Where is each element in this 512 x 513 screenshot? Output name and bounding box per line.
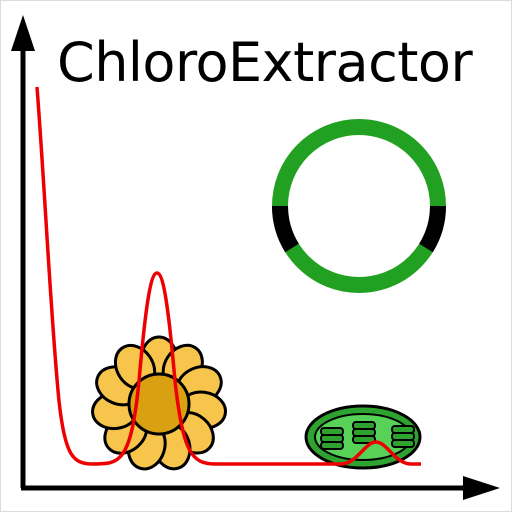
absorbance-curve-icon <box>35 86 421 466</box>
plasmid-ring-icon <box>271 119 447 293</box>
flower-icon <box>91 335 227 471</box>
app-title: ChloroExtractor <box>57 31 473 94</box>
plot-axes-icon <box>11 15 500 500</box>
chloroplast-icon <box>304 404 422 470</box>
